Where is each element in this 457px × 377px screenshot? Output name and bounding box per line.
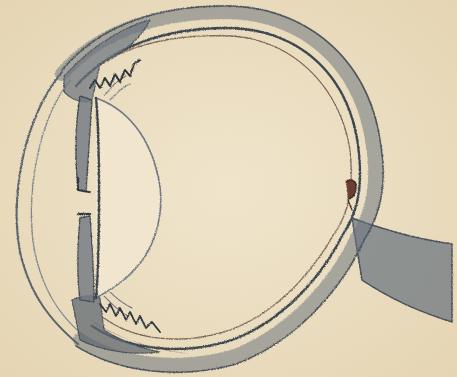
eye-sketch-svg	[0, 0, 457, 377]
eye-sketch-canvas	[0, 0, 457, 377]
